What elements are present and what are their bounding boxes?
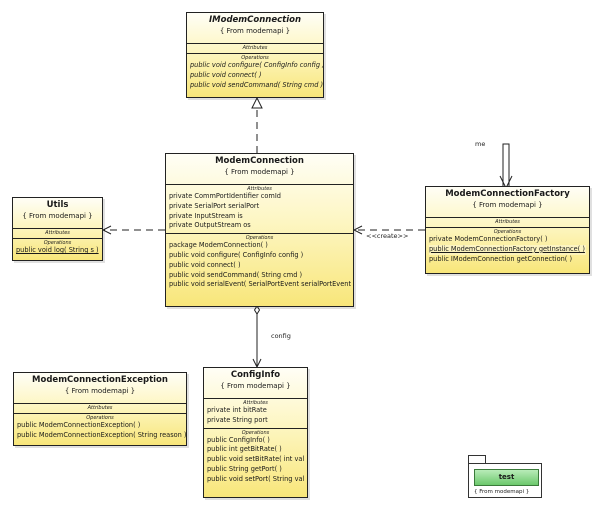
- attributes-label: Attributes: [495, 219, 520, 225]
- attribute: private InputStream is: [169, 211, 243, 220]
- class-name: ModemConnectionFactory: [445, 189, 570, 199]
- class-header: ModemConnectionFactory { From modemapi }: [426, 187, 589, 218]
- class-source: { From modemapi }: [472, 201, 543, 209]
- attributes-section: Attributes: [426, 218, 589, 228]
- operation: public void configure( ConfigInfo config…: [169, 250, 304, 259]
- attributes-section: Attributes: [187, 44, 323, 54]
- self-association-label: me: [475, 140, 486, 148]
- operations-section: Operations public ModemConnectionExcepti…: [14, 414, 186, 443]
- operation: private ModemConnectionFactory( ): [429, 235, 548, 243]
- class-configinfo[interactable]: ConfigInfo { From modemapi } Attributes …: [203, 367, 308, 498]
- attribute: private OutputStream os: [169, 221, 251, 230]
- operation: public void connect( ): [190, 70, 262, 79]
- operations-label: Operations: [241, 429, 270, 436]
- class-name: ModemConnectionException: [32, 375, 168, 385]
- attributes-label: Attributes: [45, 230, 70, 236]
- attributes-section: Attributes: [14, 404, 186, 414]
- class-name: Utils: [46, 200, 69, 210]
- config-association-label: config: [271, 332, 291, 340]
- class-name: IModemConnection: [208, 15, 302, 25]
- attributes-section: Attributes private CommPortIdentifier co…: [166, 185, 353, 235]
- attributes-label: Attributes: [242, 45, 268, 51]
- operations-label: Operations: [241, 55, 269, 61]
- class-header: ModemConnectionException { From modemapi…: [14, 373, 186, 404]
- operations-section: Operations package ModemConnection( ) pu…: [166, 234, 353, 292]
- operations-label: Operations: [245, 235, 274, 242]
- class-source: { From modemapi }: [219, 27, 291, 35]
- operations-section: Operations public void configure( Config…: [187, 54, 323, 92]
- attributes-section: Attributes private int bitRate private S…: [204, 399, 307, 429]
- operation: public ConfigInfo( ): [207, 435, 270, 444]
- operations-section: Operations public ConfigInfo( ) public i…: [204, 429, 307, 487]
- class-header: ConfigInfo { From modemapi }: [204, 368, 307, 399]
- operation: public void configure( ConfigInfo config…: [190, 61, 324, 69]
- class-imodemconnection[interactable]: IModemConnection { From modemapi } Attri…: [186, 12, 324, 98]
- class-name: ConfigInfo: [230, 370, 281, 380]
- class-modemconnectionfactory[interactable]: ModemConnectionFactory { From modemapi }…: [425, 186, 590, 274]
- operation: public ModemConnectionFactory getInstanc…: [429, 244, 586, 255]
- class-header: IModemConnection { From modemapi }: [187, 13, 323, 44]
- operation: public IModemConnection getConnection( ): [429, 254, 573, 263]
- operations-label: Operations: [86, 415, 114, 421]
- operation: package ModemConnection( ): [169, 241, 268, 250]
- class-source: { From modemapi }: [224, 168, 295, 176]
- operation: public ModemConnectionException( String …: [17, 430, 187, 439]
- class-modemconnection[interactable]: ModemConnection { From modemapi } Attrib…: [165, 153, 354, 307]
- class-header: Utils { From modemapi }: [13, 198, 102, 229]
- package-source: { From modemapi }: [474, 489, 530, 495]
- class-source: { From modemapi }: [64, 387, 136, 395]
- package-name: test: [474, 469, 539, 486]
- attribute: private int bitRate: [207, 406, 267, 414]
- operations-label: Operations: [493, 229, 522, 235]
- operation: public String getPort( ): [207, 464, 282, 473]
- attributes-section: Attributes: [13, 229, 102, 239]
- attribute: private SerialPort serialPort: [169, 201, 260, 210]
- operation: public void setBitRate( int val ): [207, 455, 308, 464]
- operations-section: Operations private ModemConnectionFactor…: [426, 228, 589, 266]
- aggregation-diamond: [253, 305, 261, 315]
- attributes-label: Attributes: [247, 186, 272, 192]
- operation: public void connect( ): [169, 260, 241, 269]
- operation: public ModemConnectionException( ): [17, 421, 141, 429]
- create-stereotype-label: <<create>>: [366, 232, 409, 240]
- operations-label: Operations: [43, 240, 72, 246]
- class-source: { From modemapi }: [220, 382, 291, 390]
- attributes-label: Attributes: [243, 400, 268, 406]
- operation: public void serialEvent( SerialPortEvent…: [169, 280, 354, 289]
- class-source: { From modemapi }: [22, 212, 93, 220]
- attribute: private String port: [207, 415, 268, 424]
- operations-section: Operations public void log( String s ): [13, 239, 102, 258]
- class-utils[interactable]: Utils { From modemapi } Attributes Opera…: [12, 197, 103, 261]
- operation: public void setPort( String val ): [207, 474, 308, 483]
- attribute: private CommPortIdentifier comId: [169, 192, 281, 200]
- operation: public int getBitRate( ): [207, 445, 282, 454]
- attributes-label: Attributes: [87, 405, 113, 411]
- operation: public void log( String s ): [16, 246, 99, 254]
- class-header: ModemConnection { From modemapi }: [166, 154, 353, 185]
- operation: public void sendCommand( String cmd ): [190, 80, 324, 89]
- class-modemconnectionexception[interactable]: ModemConnectionException { From modemapi…: [13, 372, 187, 446]
- operation: public void sendCommand( String cmd ): [169, 270, 303, 279]
- self-association-line: [502, 143, 510, 188]
- class-name: ModemConnection: [215, 156, 304, 166]
